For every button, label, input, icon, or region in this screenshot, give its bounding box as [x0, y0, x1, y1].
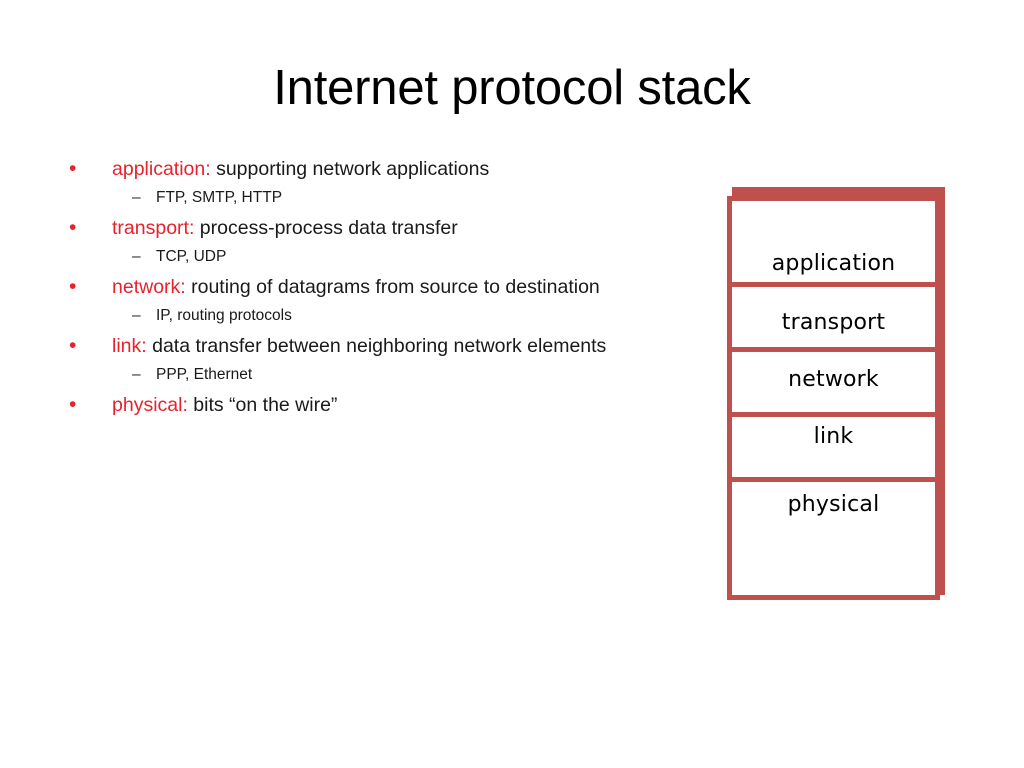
dash-marker-icon: – [132, 307, 141, 324]
list-item: • network: routing of datagrams from sou… [60, 274, 660, 300]
stack-layer-label: link [813, 424, 854, 449]
sub-list-item-text: FTP, SMTP, HTTP [156, 189, 283, 206]
bullet-marker-icon: • [69, 216, 77, 239]
bullet-marker-icon: • [69, 275, 77, 298]
dash-marker-icon: – [132, 366, 141, 383]
list-item: • link: data transfer between neighborin… [60, 333, 660, 359]
bullet-marker-icon: • [69, 157, 77, 180]
stack-layer-physical: physical [727, 477, 940, 600]
list-item-rest: process-process data transfer [194, 217, 458, 239]
stack-layer-application: application [727, 196, 940, 287]
list-item-rest: supporting network applications [210, 158, 490, 180]
stack-layer-label: physical [787, 492, 880, 517]
list-item-text: application: supporting network applicat… [112, 158, 489, 180]
list-item-text: link: data transfer between neighboring … [112, 335, 606, 357]
sub-list-item: – PPP, Ethernet [60, 363, 660, 386]
sub-list-item-text: PPP, Ethernet [156, 366, 253, 383]
list-item-term: physical: [112, 394, 188, 416]
stack-layer-link: link [727, 412, 940, 482]
list-item-text: network: routing of datagrams from sourc… [112, 276, 600, 298]
list-item-text: physical: bits “on the wire” [112, 394, 337, 416]
list-item-term: network: [112, 276, 186, 298]
dash-marker-icon: – [132, 189, 141, 206]
protocol-stack-diagram: physical link network transport applicat… [712, 178, 962, 610]
dash-marker-icon: – [132, 248, 141, 265]
page-title: Internet protocol stack [273, 61, 751, 115]
stack-layer-label: application [771, 251, 896, 276]
sub-list-item: – IP, routing protocols [60, 304, 660, 327]
stack-layer-label: transport [781, 310, 886, 335]
sub-list-item-text: IP, routing protocols [156, 307, 292, 324]
list-item: • transport: process-process data transf… [60, 215, 660, 241]
stack-layer-label: network [788, 367, 879, 392]
stack-layer-network: network [727, 347, 940, 417]
list-item-rest: bits “on the wire” [187, 394, 338, 416]
list-item-term: transport: [112, 217, 195, 239]
list-item-term: application: [112, 158, 211, 180]
list-item-rest: data transfer between neighboring networ… [146, 335, 607, 357]
stack-layer-transport: transport [727, 282, 940, 352]
sub-list-item: – FTP, SMTP, HTTP [60, 186, 660, 209]
list-item-text: transport: process-process data transfer [112, 217, 458, 239]
list-item-rest: routing of datagrams from source to dest… [185, 276, 600, 298]
sub-list-item-text: TCP, UDP [156, 248, 227, 265]
list-item: • physical: bits “on the wire” [60, 392, 660, 418]
stack-layer-boxes: physical link network transport applicat… [727, 196, 940, 600]
list-item: • application: supporting network applic… [60, 156, 660, 182]
sub-list-item: – TCP, UDP [60, 245, 660, 268]
bullet-list: • application: supporting network applic… [60, 156, 660, 421]
bullet-marker-icon: • [69, 334, 77, 357]
bullet-marker-icon: • [69, 393, 77, 416]
list-item-term: link: [112, 335, 147, 357]
